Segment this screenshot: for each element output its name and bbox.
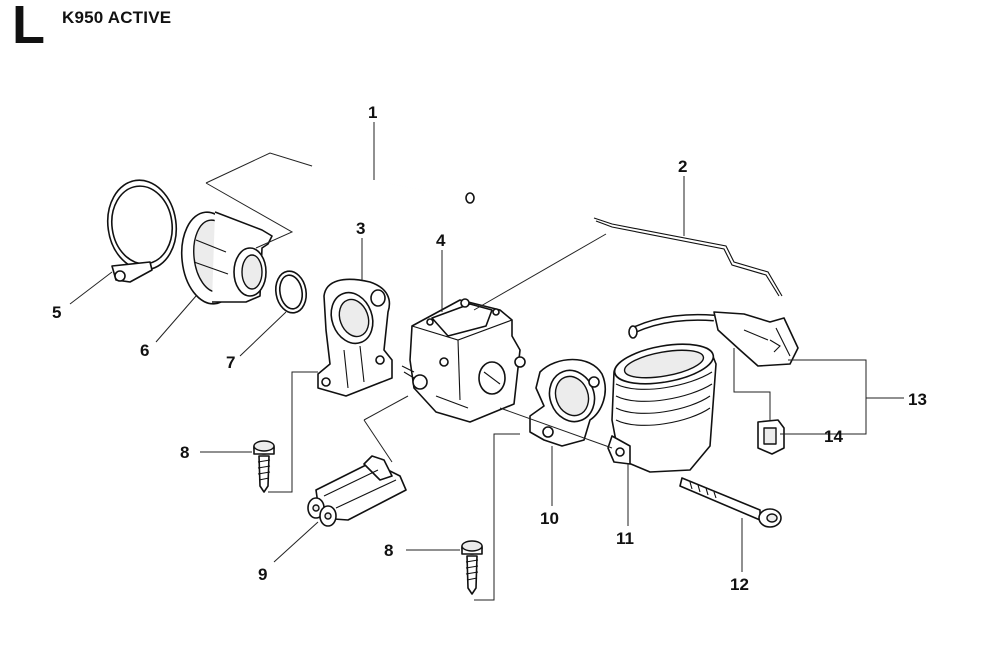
part-hose-fitting: [628, 311, 799, 367]
callout-11: 11: [616, 529, 634, 548]
part-intake-bellows: [607, 343, 717, 473]
part-long-bolt: [679, 477, 782, 528]
model-title: K950 ACTIVE: [62, 8, 172, 27]
part-intake-manifold: [180, 211, 273, 305]
part-fuel-nipple: [307, 455, 407, 527]
section-letter: L: [12, 0, 45, 55]
part-fuel-hose: [311, 164, 475, 204]
part-screw-lower: [461, 540, 483, 595]
callout-8-lower: 8: [384, 541, 393, 560]
part-carburettor-holder: [317, 278, 393, 397]
part-clip: [757, 419, 785, 455]
callout-13: 13: [908, 390, 927, 409]
callout-4: 4: [436, 231, 446, 250]
callout-6: 6: [140, 341, 149, 360]
callout-10: 10: [540, 509, 559, 528]
part-o-ring: [274, 270, 308, 314]
part-hose-clamp: [106, 179, 178, 283]
callout-7: 7: [226, 353, 235, 372]
callout-3: 3: [356, 219, 365, 238]
callout-2: 2: [678, 157, 687, 176]
part-carburettor-clamp: [529, 358, 606, 447]
callout-9: 9: [258, 565, 267, 584]
callout-labels: 1 2 3 4 5 6 7 8 8 9 10 11 12 13 14: [52, 103, 927, 594]
callout-14: 14: [824, 427, 843, 446]
callout-8-upper: 8: [180, 443, 189, 462]
callout-5: 5: [52, 303, 61, 322]
callout-12: 12: [730, 575, 749, 594]
callout-1: 1: [368, 103, 377, 122]
leader-lines: [69, 122, 904, 601]
part-carburettor: [401, 298, 526, 423]
part-throttle-rod: [593, 217, 783, 297]
part-screw-upper: [253, 440, 275, 493]
